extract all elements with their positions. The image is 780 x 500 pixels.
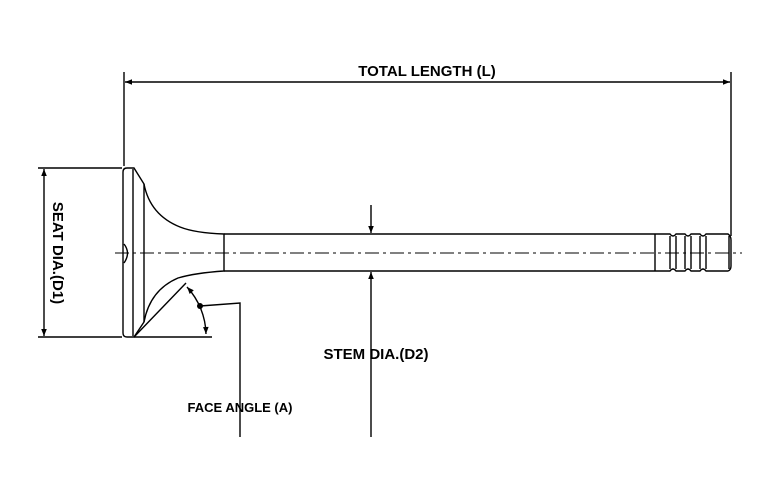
seat-dia-dimension	[38, 167, 122, 338]
total-length-label: TOTAL LENGTH (L)	[358, 63, 495, 80]
face-angle-label: FACE ANGLE (A)	[188, 400, 293, 415]
stem-dia-label: STEM DIA.(D2)	[324, 346, 429, 363]
face-angle-leader-dot	[197, 303, 203, 309]
valve-stem	[224, 233, 656, 272]
seat-dia-label: SEAT DIA.(D1)	[49, 202, 66, 304]
total-length-dimension	[123, 72, 732, 236]
